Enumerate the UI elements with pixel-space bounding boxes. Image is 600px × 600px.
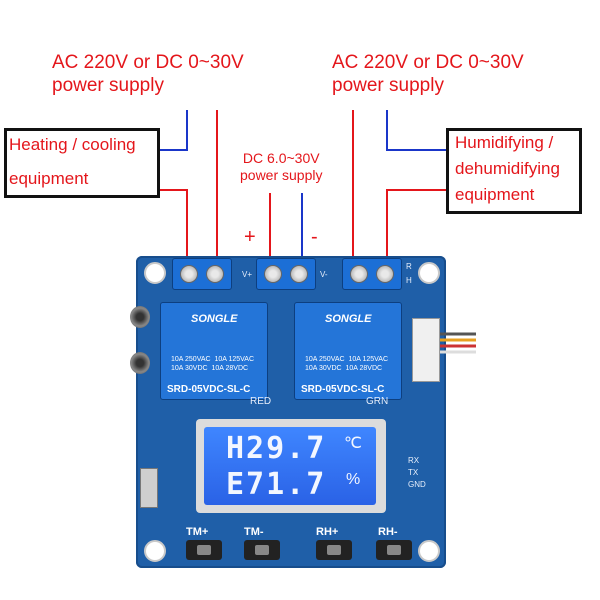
power-left-label: AC 220V or DC 0~30V power supply bbox=[52, 52, 244, 98]
micro-usb-port[interactable] bbox=[140, 468, 158, 508]
silk-r: R bbox=[406, 262, 412, 271]
relay-left: SONGLE 10A 250VAC 10A 125VAC 10A 30VDC 1… bbox=[160, 302, 268, 400]
capacitor bbox=[130, 306, 150, 328]
mount-hole-bl bbox=[144, 540, 166, 562]
sensor-connector bbox=[412, 318, 440, 382]
dc-power-label: DC 6.0~30V power supply bbox=[240, 150, 323, 184]
silk-tx: TX bbox=[408, 468, 419, 477]
humid-line2: dehumidifying bbox=[455, 159, 560, 178]
heating-equipment-box: Heating / cooling equipment bbox=[4, 128, 160, 198]
wire-right-power-blue bbox=[386, 110, 446, 151]
relay-spec: 10A 250VAC 10A 125VAC 10A 30VDC 10A 28VD… bbox=[305, 356, 389, 372]
tm-plus-button[interactable] bbox=[186, 540, 222, 560]
humid-line3: equipment bbox=[455, 185, 535, 204]
heating-line2: equipment bbox=[9, 169, 89, 188]
heating-line1: Heating / cooling bbox=[9, 135, 136, 154]
capacitor bbox=[130, 352, 150, 374]
rh-minus-button[interactable] bbox=[376, 540, 412, 560]
power-right-line1: AC 220V or DC 0~30V bbox=[332, 52, 524, 73]
humid-line1: Humidifying / bbox=[455, 133, 554, 152]
relay-brand: SONGLE bbox=[325, 313, 372, 325]
silk-v-plus: V+ bbox=[242, 270, 253, 279]
relay-spec: 10A 250VAC 10A 125VAC 10A 30VDC 10A 28VD… bbox=[171, 356, 255, 372]
relay-model: SRD-05VDC-SL-C bbox=[301, 384, 385, 395]
relay-right: SONGLE 10A 250VAC 10A 125VAC 10A 30VDC 1… bbox=[294, 302, 402, 400]
tm-minus-button[interactable] bbox=[244, 540, 280, 560]
lcd-display: H29.7 ℃ E71.7 % bbox=[196, 419, 386, 513]
relay-brand: SONGLE bbox=[191, 313, 238, 325]
button-label-rh-minus: RH- bbox=[378, 526, 398, 538]
power-right-line2: power supply bbox=[332, 74, 444, 96]
lcd-screen: H29.7 ℃ E71.7 % bbox=[204, 427, 376, 505]
relay-model: SRD-05VDC-SL-C bbox=[167, 384, 251, 395]
sensor-cable bbox=[440, 332, 476, 354]
silk-gnd: GND bbox=[408, 480, 426, 489]
display-line2: E71.7 bbox=[226, 467, 327, 502]
mount-hole-tl bbox=[144, 262, 166, 284]
screw-icon bbox=[180, 265, 198, 283]
screw-icon bbox=[376, 265, 394, 283]
silk-h: H bbox=[406, 276, 412, 285]
mount-hole-tr bbox=[418, 262, 440, 284]
power-left-line1: AC 220V or DC 0~30V bbox=[52, 52, 244, 73]
terminal-heating bbox=[172, 258, 232, 290]
screw-icon bbox=[206, 265, 224, 283]
mount-hole-br bbox=[418, 540, 440, 562]
humid-equipment-box: Humidifying / dehumidifying equipment bbox=[446, 128, 582, 214]
button-label-tm-minus: TM- bbox=[244, 526, 264, 538]
wire-left-power-blue bbox=[158, 110, 188, 151]
display-unit2: % bbox=[346, 471, 361, 488]
screw-icon bbox=[290, 265, 308, 283]
terminal-dc bbox=[256, 258, 316, 290]
rh-plus-button[interactable] bbox=[316, 540, 352, 560]
wire-humid-red bbox=[386, 189, 446, 262]
dc-line2: power supply bbox=[240, 166, 323, 183]
silk-grn: GRN bbox=[366, 396, 389, 407]
display-unit1: ℃ bbox=[344, 435, 362, 452]
silk-v-minus: V- bbox=[320, 270, 328, 279]
power-right-label: AC 220V or DC 0~30V power supply bbox=[332, 52, 524, 98]
button-label-tm-plus: TM+ bbox=[186, 526, 209, 538]
screw-icon bbox=[350, 265, 368, 283]
dc-line1: DC 6.0~30V bbox=[242, 150, 320, 166]
silk-red: RED bbox=[250, 396, 272, 407]
minus-sign: - bbox=[311, 226, 318, 248]
terminal-humid bbox=[342, 258, 402, 290]
display-line1: H29.7 bbox=[226, 431, 327, 466]
screw-icon bbox=[264, 265, 282, 283]
button-label-rh-plus: RH+ bbox=[316, 526, 339, 538]
silk-rx: RX bbox=[408, 456, 420, 465]
power-left-line2: power supply bbox=[52, 74, 164, 96]
plus-sign: + bbox=[244, 226, 256, 248]
wire-heating-red bbox=[158, 189, 188, 262]
